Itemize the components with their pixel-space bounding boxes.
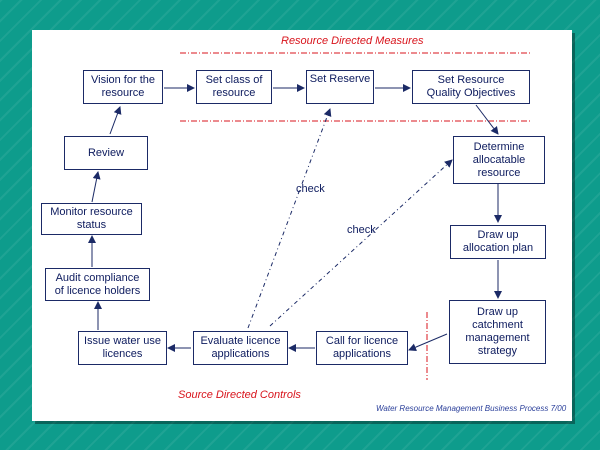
- arrow-monitor-to-review: [91, 171, 101, 203]
- box-set-resource-quality-objectives: Set Resource Quality Objectives: [412, 70, 530, 104]
- heading-resource-directed-measures: Resource Directed Measures: [281, 35, 424, 47]
- check-label-1: check: [296, 183, 325, 195]
- check-arrow-to-reserve: [247, 108, 332, 329]
- check-arrow-to-determine: [269, 159, 453, 327]
- box-call-for-applications: Call for licence applications: [316, 331, 408, 365]
- heading-source-directed-controls: Source Directed Controls: [178, 389, 301, 401]
- box-draw-up-allocation-plan: Draw up allocation plan: [450, 225, 546, 259]
- box-issue-licences: Issue water use licences: [78, 331, 167, 365]
- box-draw-up-catchment-strategy: Draw up catchment management strategy: [449, 300, 546, 364]
- slide-footer: Water Resource Management Business Proce…: [376, 404, 567, 413]
- box-audit-compliance: Audit compliance of licence holders: [45, 268, 150, 301]
- arrow-cms-to-call: [408, 333, 448, 351]
- box-evaluate-applications: Evaluate licence applications: [193, 331, 288, 365]
- box-determine-allocatable: Determine allocatable resource: [453, 136, 545, 184]
- box-monitor-resource-status: Monitor resource status: [41, 203, 142, 235]
- box-vision-for-resource: Vision for the resource: [83, 70, 163, 104]
- arrow-rqo-to-determine: [475, 104, 499, 135]
- check-label-2: check: [347, 224, 376, 236]
- box-review: Review: [64, 136, 148, 170]
- box-set-reserve: Set Reserve: [306, 70, 374, 104]
- box-set-class: Set class of resource: [196, 70, 272, 104]
- arrow-review-to-vision: [109, 106, 122, 135]
